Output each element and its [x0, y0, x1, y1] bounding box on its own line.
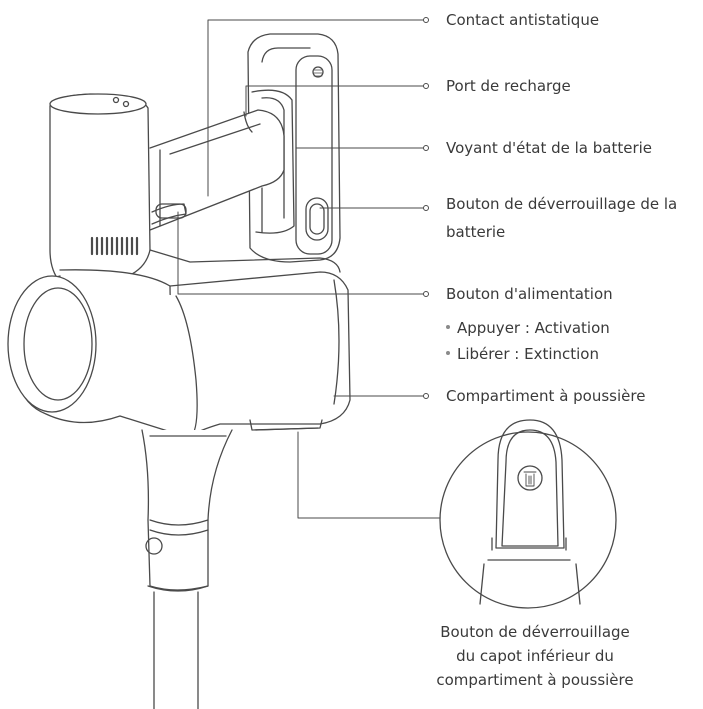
bottom-caption: Bouton de déverrouillage du capot inféri… — [405, 620, 665, 692]
label-charge-port: Port de recharge — [446, 77, 571, 95]
label-power-button: Bouton d'alimentation — [446, 285, 613, 303]
battery-pack — [247, 33, 341, 263]
label-contact: Contact antistatique — [446, 11, 600, 29]
leader-lines — [177, 19, 441, 519]
bullet-icon — [446, 350, 450, 355]
trash-icon — [523, 471, 537, 487]
power-release-item: Libérer : Extinction — [446, 344, 599, 364]
power-release-text: Libérer : Extinction — [457, 345, 599, 363]
zoom-inset — [439, 419, 617, 609]
caption-line-2: du capot inférieur du — [456, 647, 614, 665]
handle — [149, 109, 285, 231]
grille-icon — [312, 66, 324, 78]
neck — [141, 429, 233, 709]
bullet-icon — [446, 324, 450, 329]
caption-line-1: Bouton de déverrouillage — [440, 623, 630, 641]
power-press-text: Appuyer : Activation — [457, 319, 610, 337]
label-dust-compartment: Compartiment à poussière — [446, 387, 646, 405]
label-battery-indicator: Voyant d'état de la batterie — [446, 139, 653, 157]
power-trigger — [155, 203, 187, 219]
label-battery-release: Bouton de déverrouillage de la batterie — [446, 195, 678, 241]
air-outlet — [7, 275, 198, 439]
caption-line-3: compartiment à poussière — [436, 671, 634, 689]
motor-head — [49, 93, 151, 283]
power-press-item: Appuyer : Activation — [446, 318, 610, 338]
